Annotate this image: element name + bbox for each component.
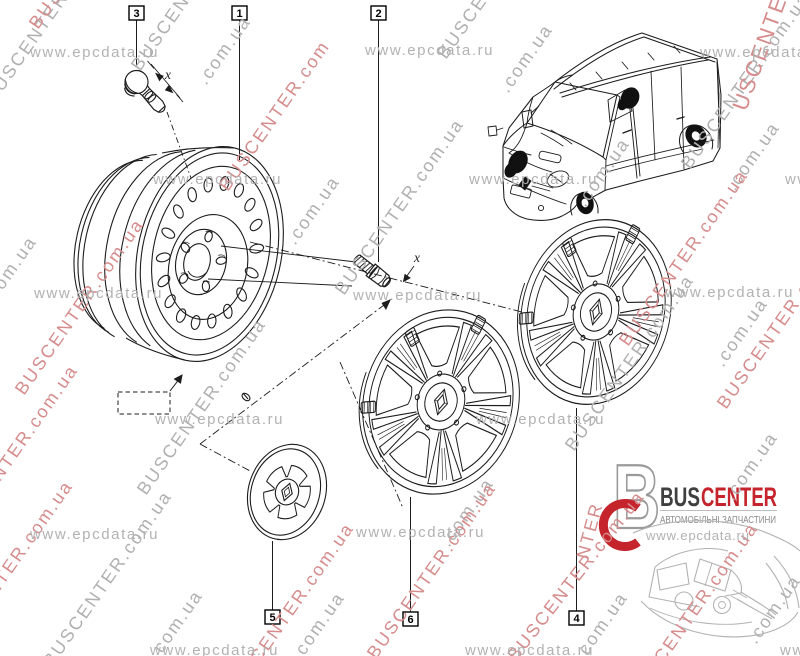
svg-text:www.epcdata.ru: www.epcdata.ru [784, 171, 800, 188]
svg-text:www.epcdata.ru: www.epcdata.ru [154, 411, 284, 428]
svg-text:x: x [413, 250, 420, 265]
svg-text:www.epcdata.ru: www.epcdata.ru [475, 411, 605, 428]
svg-text:www.epcdata.ru: www.epcdata.ru [352, 287, 482, 304]
svg-text:www.epcdata.ru: www.epcdata.ru [664, 284, 794, 301]
svg-text:5: 5 [269, 612, 275, 624]
svg-text:www.epcdata.ru: www.epcdata.ru [464, 642, 594, 656]
svg-text:www.epcdata.ru: www.epcdata.ru [645, 528, 750, 543]
svg-text:www.epcdata.ru: www.epcdata.ru [779, 642, 800, 656]
svg-text:www.epcdata.ru: www.epcdata.ru [152, 171, 282, 188]
svg-text:6: 6 [407, 614, 413, 626]
svg-text:1: 1 [236, 8, 242, 20]
svg-text:2: 2 [375, 8, 381, 20]
svg-text:www.epcdata.ru: www.epcdata.ru [468, 171, 598, 188]
svg-text:x: x [164, 67, 171, 82]
svg-text:www.epcdata.ru: www.epcdata.ru [699, 44, 800, 61]
svg-text:4: 4 [573, 613, 580, 625]
svg-text:BUS: BUS [660, 482, 700, 512]
svg-text:www.epcdata.ru: www.epcdata.ru [29, 526, 159, 543]
svg-text:www.epcdata.ru: www.epcdata.ru [355, 524, 485, 541]
svg-text:www.epcdata.ru: www.epcdata.ru [364, 42, 494, 59]
svg-text:www.epcdata.ru: www.epcdata.ru [33, 285, 163, 302]
svg-text:www.epcdata.ru: www.epcdata.ru [149, 642, 279, 656]
svg-text:CENTER: CENTER [701, 482, 777, 512]
svg-text:www.epcdata.ru: www.epcdata.ru [29, 44, 159, 61]
svg-text:АВТОМОБІЛЬНІ ЗАПЧАСТИНИ: АВТОМОБІЛЬНІ ЗАПЧАСТИНИ [660, 515, 776, 526]
svg-text:3: 3 [133, 8, 139, 20]
